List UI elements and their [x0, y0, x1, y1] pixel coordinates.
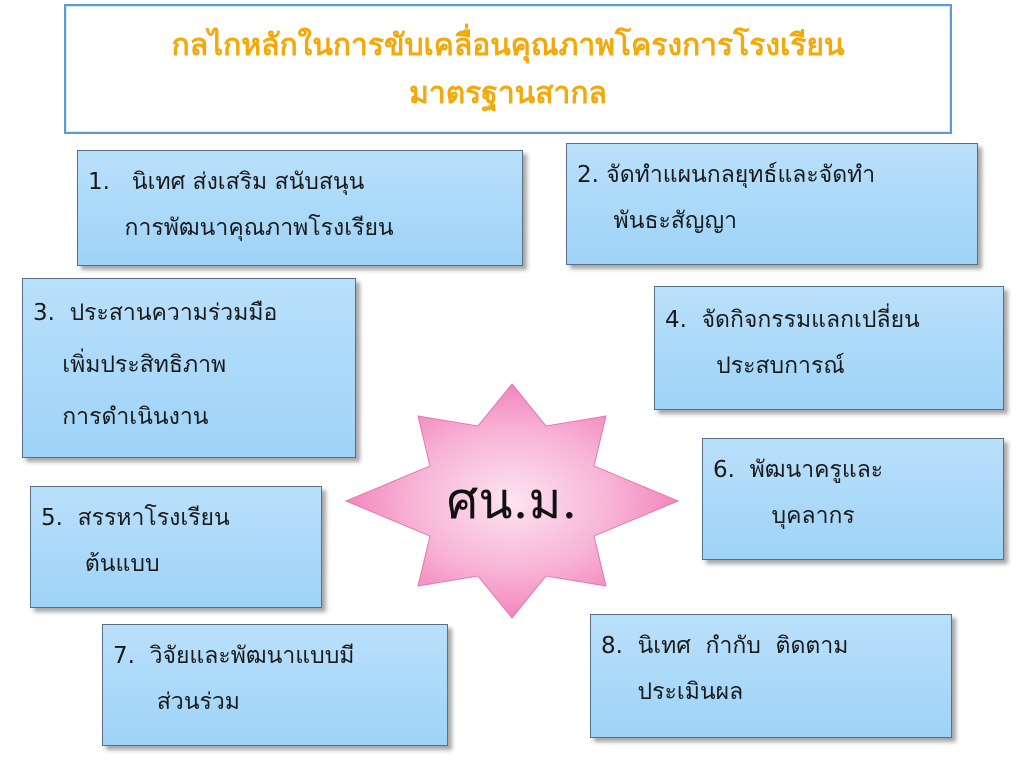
- strategy-box-4: 4. จัดกิจกรรมแลกเปลี่ยน ประสบการณ์: [654, 286, 1004, 410]
- strategy-box-3: 3. ประสานความร่วมมือ เพิ่มประสิทธิภาพ กา…: [22, 278, 356, 458]
- strategy-box-3-line-2: เพิ่มประสิทธิภาพ: [33, 352, 227, 378]
- strategy-box-4-line-2: ประสบการณ์: [665, 353, 845, 379]
- strategy-box-2: 2. จัดทำแผนกลยุทธ์และจัดทำ พันธะสัญญา: [566, 143, 978, 265]
- strategy-box-3-line-3: การดำเนินงาน: [33, 404, 209, 430]
- strategy-box-6-line-2: บุคลากร: [713, 503, 855, 529]
- strategy-box-5: 5. สรรหาโรงเรียน ต้นแบบ: [30, 486, 322, 608]
- strategy-box-6: 6. พัฒนาครูและ บุคลากร: [702, 438, 1004, 560]
- title-line-1: กลไกหลักในการขับเคลื่อนคุณภาพโครงการโรงเ…: [171, 28, 845, 63]
- strategy-box-8: 8. นิเทศ กำกับ ติดตาม ประเมินผล: [590, 614, 952, 738]
- strategy-box-3-line-1: 3. ประสานความร่วมมือ: [33, 300, 278, 326]
- strategy-box-4-line-1: 4. จัดกิจกรรมแลกเปลี่ยน: [665, 307, 920, 333]
- center-star-shape: [344, 383, 680, 619]
- strategy-box-7: 7. วิจัยและพัฒนาแบบมี ส่วนร่วม: [102, 624, 448, 746]
- strategy-box-1-line-2: การพัฒนาคุณภาพโรงเรียน: [88, 215, 394, 241]
- strategy-box-2-line-1: 2. จัดทำแผนกลยุทธ์และจัดทำ: [577, 162, 876, 188]
- star-polygon: [344, 383, 680, 619]
- strategy-box-5-line-1: 5. สรรหาโรงเรียน: [41, 505, 230, 531]
- strategy-box-8-line-2: ประเมินผล: [601, 679, 744, 705]
- strategy-box-6-line-1: 6. พัฒนาครูและ: [713, 457, 884, 483]
- strategy-box-1: 1. นิเทศ ส่งเสริม สนับสนุน การพัฒนาคุณภา…: [77, 150, 523, 266]
- strategy-box-1-line-1: 1. นิเทศ ส่งเสริม สนับสนุน: [88, 169, 365, 195]
- title-line-2: มาตรฐานสากล: [409, 76, 607, 111]
- strategy-box-8-line-1: 8. นิเทศ กำกับ ติดตาม: [601, 633, 849, 659]
- strategy-box-5-line-2: ต้นแบบ: [41, 551, 160, 577]
- strategy-box-7-line-1: 7. วิจัยและพัฒนาแบบมี: [113, 643, 355, 669]
- strategy-box-7-line-2: ส่วนร่วม: [113, 689, 240, 715]
- center-label: ศน.ม.: [446, 472, 578, 530]
- title-box: กลไกหลักในการขับเคลื่อนคุณภาพโครงการโรงเ…: [64, 4, 952, 134]
- strategy-box-2-line-2: พันธะสัญญา: [577, 208, 737, 234]
